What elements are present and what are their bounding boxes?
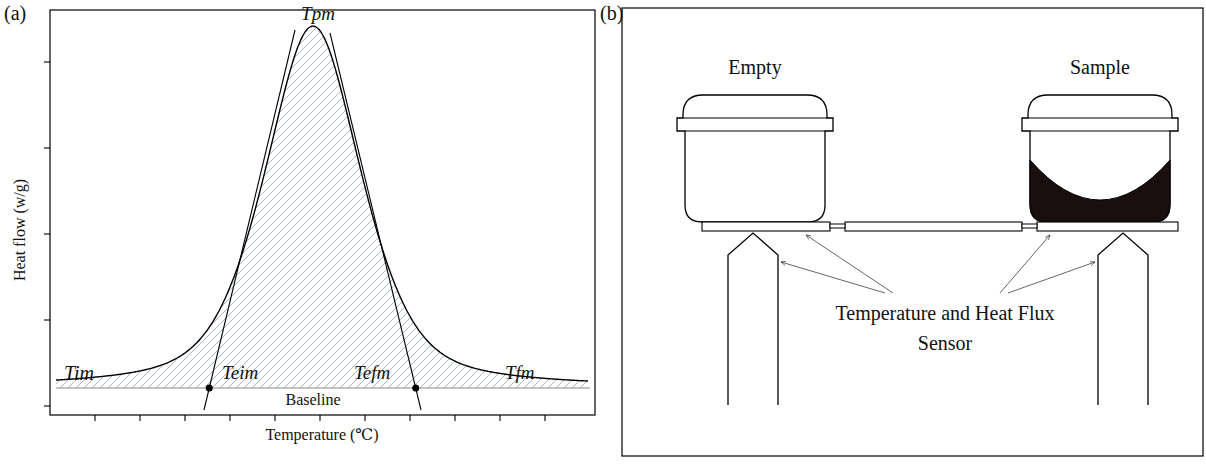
panel-letter: (a) bbox=[4, 2, 26, 25]
peak-area-hatch bbox=[56, 26, 588, 388]
sensor-label: Temperature and Heat Flux Sensor bbox=[820, 298, 1070, 358]
baseline-label: Baseline bbox=[285, 391, 340, 409]
initial-temp-label: Tim bbox=[64, 362, 94, 385]
leader-line bbox=[1000, 235, 1050, 293]
leader-line bbox=[806, 235, 893, 293]
y-axis-title: Heat flow (w/g) bbox=[11, 179, 29, 281]
pan-rim bbox=[683, 117, 827, 118]
endset-dot bbox=[412, 385, 419, 392]
leader-line bbox=[1008, 262, 1095, 293]
x-axis-title: Temperature (℃) bbox=[265, 426, 378, 444]
tangent-line bbox=[204, 30, 295, 410]
crucible-pan bbox=[677, 95, 833, 222]
endset-temp-label: Tefm bbox=[354, 362, 390, 384]
panel-frame bbox=[622, 8, 1203, 456]
sensor-post bbox=[728, 233, 778, 405]
final-temp-label: Tfm bbox=[505, 362, 535, 384]
plot-frame bbox=[50, 10, 595, 415]
onset-dot bbox=[206, 385, 213, 392]
sample-material bbox=[1030, 160, 1170, 222]
tangent-line bbox=[330, 33, 421, 410]
crucible-pan bbox=[1022, 95, 1178, 222]
sensor-plate bbox=[1037, 222, 1178, 231]
pan-rim bbox=[685, 130, 825, 131]
peak-temp-label: Tpm bbox=[301, 3, 335, 25]
pan-rim bbox=[1030, 130, 1170, 131]
baseline-line bbox=[56, 388, 590, 389]
sensor-post bbox=[1098, 233, 1148, 405]
panel-letter: (b) bbox=[600, 2, 623, 25]
sensor-link bbox=[830, 224, 845, 228]
pan-label: Sample bbox=[1070, 56, 1130, 79]
pan-label: Empty bbox=[728, 56, 781, 79]
sensor-plate bbox=[702, 222, 830, 231]
dsc-curve bbox=[56, 26, 588, 381]
pan-rim bbox=[1028, 117, 1172, 118]
onset-temp-label: Teim bbox=[222, 362, 258, 384]
sensor-plate bbox=[845, 222, 1022, 231]
sensor-link bbox=[1022, 224, 1037, 228]
